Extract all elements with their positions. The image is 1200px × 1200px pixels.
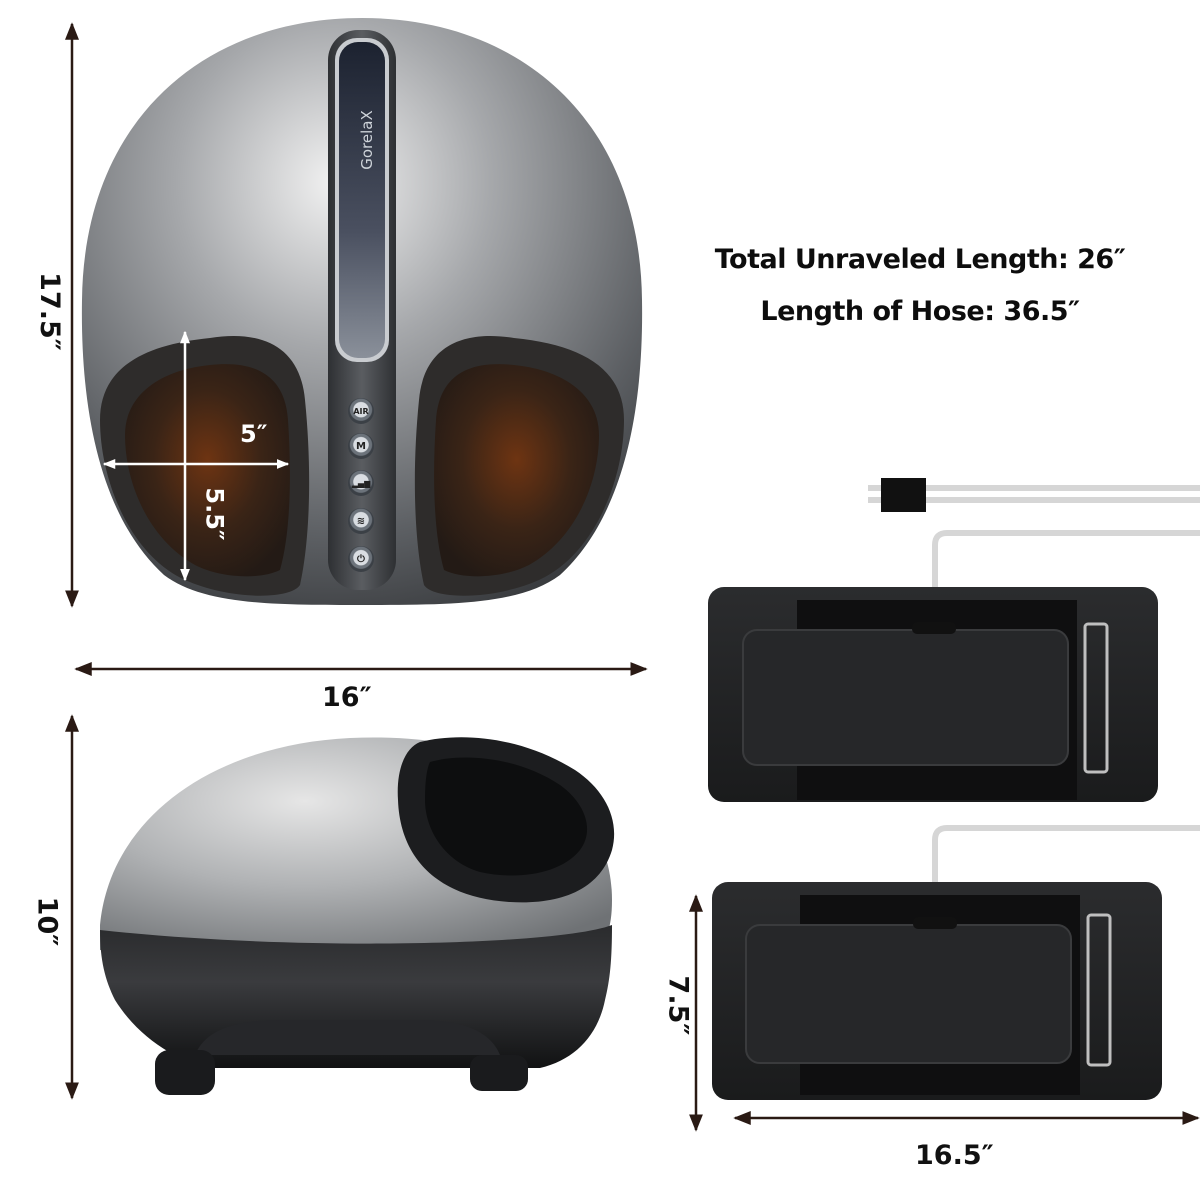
side-foot-right [470,1055,528,1091]
hose-4 [932,825,1200,912]
right-foot-cavity [434,364,599,577]
cavity-height-label: 5.5″ [200,487,229,541]
total-unraveled-length: Total Unraveled Length: 26″ [714,244,1126,275]
hose-3 [932,530,1200,626]
cavity-width-label: 5″ [240,420,268,448]
wrap-1-buckle [1083,622,1109,774]
hose-connector [881,478,926,512]
brand-name: GorelaX [358,110,376,170]
side-foot-left [155,1050,215,1095]
leg-wrap-1 [708,587,1158,802]
wrap-height-label: 7.5″ [662,975,694,1036]
power-icon: ⏻ [357,553,365,565]
intensity-bars-icon: ▂▄▆ [351,478,371,488]
wrap-width-label: 16.5″ [915,1140,994,1171]
side-handle-recess [195,1020,500,1055]
heat-icon: ≋ [356,515,366,527]
mode-button[interactable]: M [348,433,374,459]
hose-length: Length of Hose: 36.5″ [760,296,1080,327]
hose-assembly [868,478,1200,912]
brand-logo: GorelaX [347,80,387,200]
massager-top-view [81,18,643,605]
wrap-1-hose-port [912,622,956,634]
air-button[interactable]: AIR [348,398,374,424]
mode-icon: M [356,440,366,452]
intensity-button[interactable]: ▂▄▆ [348,470,374,496]
display-panel [339,42,385,358]
height-label: 10″ [31,896,63,947]
wrap-1-flap [742,629,1069,766]
leg-wrap-2 [712,882,1162,1100]
massager-side-view [100,737,615,1095]
power-button[interactable]: ⏻ [348,546,374,572]
wrap-2-hose-port [913,917,957,929]
width-label: 16″ [322,682,372,713]
wrap-2-buckle [1086,913,1112,1067]
depth-label: 17.5″ [33,272,65,351]
heat-button[interactable]: ≋ [348,508,374,534]
air-icon: AIR [353,406,369,416]
wrap-2-flap [745,924,1072,1064]
left-foot-cavity [125,364,290,577]
side-foot-opening-inner [425,757,588,876]
